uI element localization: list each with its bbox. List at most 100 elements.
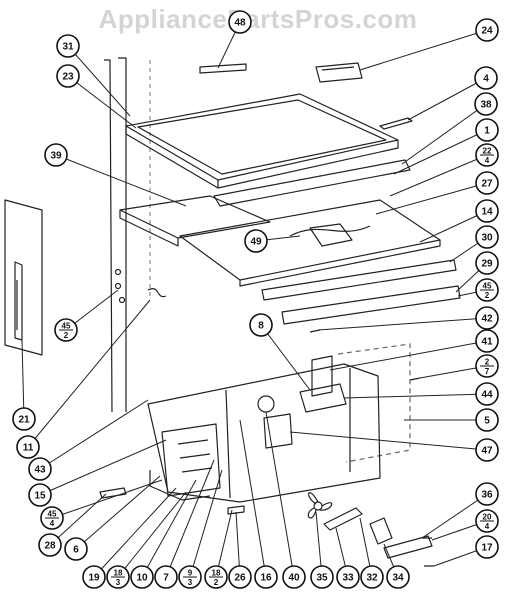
knob-40 [257, 395, 275, 413]
callout-label: 5 [484, 416, 490, 427]
callout-top-label: 18 [212, 569, 221, 578]
callout-circle [249, 313, 273, 337]
callout-circle [386, 565, 410, 589]
bracket-33 [323, 507, 363, 531]
callout-label: 40 [288, 573, 300, 584]
callout-23: 23 [56, 64, 80, 88]
callout-circle [56, 34, 80, 58]
callout-label: 26 [234, 573, 246, 584]
back-panel-5 [337, 343, 411, 463]
callout-label: 32 [366, 573, 378, 584]
callout-bottom-label: 3 [188, 578, 193, 587]
callout-circle [475, 118, 499, 142]
control-housing-41 [311, 355, 333, 397]
leader-line-36 [421, 493, 488, 539]
callout-26: 26 [228, 565, 252, 589]
callout-1: 1 [475, 118, 499, 142]
leader-line-40 [265, 411, 295, 578]
callout-circle [475, 482, 499, 506]
leader-line-8 [260, 324, 311, 391]
callout-label: 34 [392, 573, 404, 584]
leader-line-16 [239, 419, 267, 578]
callout-29: 29 [475, 251, 499, 275]
callout-15: 15 [28, 483, 52, 507]
leader-line-27 [375, 182, 488, 215]
callout-39: 39 [44, 143, 68, 167]
callout-48: 48 [228, 10, 252, 34]
callout-label: 48 [234, 18, 246, 29]
trim-4 [379, 117, 413, 130]
fan-35 [307, 492, 333, 519]
leader-line-44 [343, 393, 488, 399]
top-trim-48 [199, 63, 247, 74]
callout-27: 27 [475, 171, 499, 195]
callout-44: 44 [475, 382, 499, 406]
callout-18-2: 182 [204, 565, 228, 589]
callout-45-2-left: 452 [54, 318, 78, 342]
callout-24: 24 [475, 18, 499, 42]
callout-circle [475, 382, 499, 406]
callout-43: 43 [28, 457, 52, 481]
callout-label: 33 [342, 573, 354, 584]
callout-circle [64, 537, 88, 561]
leader-line-1 [393, 129, 488, 175]
part-28 [99, 487, 127, 499]
callout-circle [474, 92, 498, 116]
callout-label: 38 [480, 100, 492, 111]
callout-28: 28 [38, 533, 62, 557]
callout-32: 32 [360, 565, 384, 589]
filter-24 [315, 62, 363, 83]
leader-line-43 [39, 399, 149, 470]
callout-label: 11 [23, 443, 34, 454]
callout-10: 10 [130, 565, 154, 589]
shelf-frame-38 [213, 159, 411, 207]
leader-line-22-4 [389, 154, 488, 197]
callout-18-3: 183 [106, 565, 130, 589]
callout-34: 34 [386, 565, 410, 589]
callout-label: 42 [481, 314, 493, 325]
callout-bottom-label: 7 [485, 367, 490, 376]
leader-line-4 [407, 77, 487, 121]
callout-label: 30 [481, 233, 493, 244]
callout-label: 4 [483, 74, 489, 85]
callout-bottom-label: 4 [485, 156, 490, 165]
callout-21: 21 [12, 407, 36, 431]
callout-label: 8 [258, 321, 264, 332]
callout-circle [475, 438, 499, 462]
callout-bottom-label: 2 [214, 578, 219, 587]
leader-line-9-3 [189, 469, 223, 578]
callout-circle [228, 565, 252, 589]
callout-label: 6 [73, 545, 79, 556]
callout-8: 8 [249, 313, 273, 337]
callout-circle [16, 435, 40, 459]
watermark: AppliancePartsPros.com [98, 4, 418, 34]
callout-label: 43 [34, 465, 46, 476]
leader-line-6 [75, 475, 161, 550]
callout-label: 15 [34, 491, 46, 502]
left-rail [104, 59, 113, 413]
callout-circle [475, 535, 499, 559]
callout-circle [56, 64, 80, 88]
callout-bottom-label: 4 [485, 522, 490, 531]
callout-38: 38 [474, 92, 498, 116]
leader-line-42 [317, 317, 488, 331]
callout-top-label: 45 [483, 282, 492, 291]
callout-22-4: 224 [475, 143, 499, 167]
leader-lines [21, 21, 488, 578]
callout-45-4: 454 [40, 506, 64, 530]
callout-bottom-label: 2 [64, 331, 69, 340]
leader-line-23 [67, 75, 137, 129]
leader-line-31 [67, 45, 131, 117]
leader-line-18-3 [117, 491, 187, 578]
callout-top-label: 2 [485, 358, 490, 367]
callout-top-label: 20 [483, 513, 492, 522]
callout-label: 47 [481, 446, 493, 457]
callout-45-2-right: 452 [475, 278, 499, 302]
callout-circle [475, 251, 499, 275]
callout-label: 16 [260, 573, 272, 584]
callout-bottom-label: 4 [50, 519, 55, 528]
callout-11: 11 [16, 435, 40, 459]
base-36 [383, 535, 433, 559]
